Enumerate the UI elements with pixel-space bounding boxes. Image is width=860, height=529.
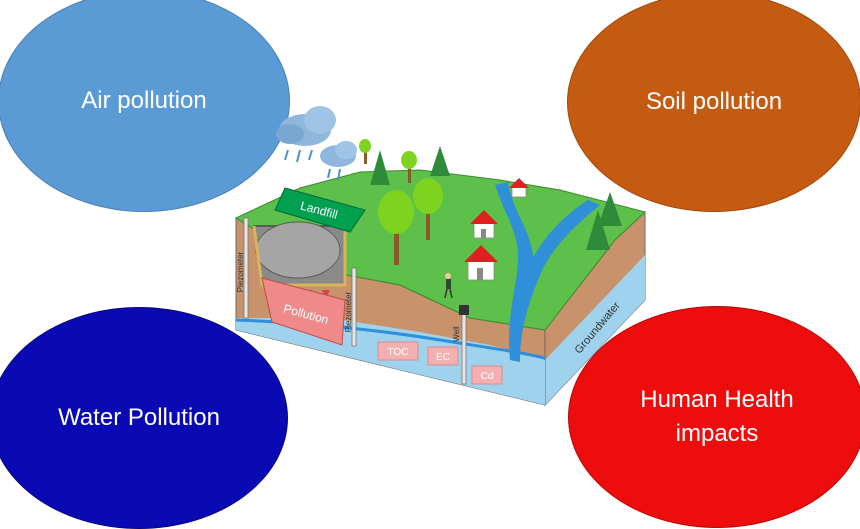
pollution-plume <box>261 277 346 346</box>
house-icon <box>509 178 529 198</box>
pine-tree-icon <box>586 210 610 250</box>
toc-box <box>377 341 419 361</box>
rain-cloud-icon <box>320 141 357 181</box>
house-icon <box>470 210 498 239</box>
tree-icon <box>413 178 443 240</box>
landfill-waste-mound <box>255 221 341 279</box>
river <box>495 182 600 362</box>
person-icon <box>444 273 453 299</box>
human-health-label: Human Health impacts <box>640 386 794 447</box>
pine-tree-icon <box>370 150 390 185</box>
landfill-liner <box>252 225 347 287</box>
pine-tree-icon <box>430 146 450 176</box>
well-pump-icon <box>459 305 469 315</box>
landfill-label-plate <box>274 187 366 233</box>
piezometer-left-label: Piezometer <box>236 251 245 292</box>
right-face-aquifer <box>545 255 645 405</box>
tree-icon <box>359 139 371 164</box>
tree-icon <box>401 151 417 183</box>
pine-tree-icon <box>598 192 622 226</box>
air-pollution-label: Air pollution <box>81 87 207 115</box>
air-pollution-bubble: Air pollution <box>0 0 290 212</box>
well-label: Well <box>452 326 461 342</box>
toc-label: TOC <box>388 347 409 358</box>
soil-pollution-bubble: Soil pollution <box>567 0 860 212</box>
human-health-bubble: Human Health impacts <box>568 306 860 528</box>
piezometer-left-pipe <box>243 217 249 319</box>
leachate-drop <box>322 290 330 298</box>
tree-icon <box>378 190 414 265</box>
ec-label: EC <box>436 352 450 363</box>
rain-cloud-icon <box>276 106 336 163</box>
water-pollution-label: Water Pollution <box>58 404 220 432</box>
cd-label: Cd <box>481 371 494 382</box>
piezometer-right-pipe <box>351 267 357 347</box>
cd-box <box>471 365 503 385</box>
front-face-aquifer <box>236 318 545 405</box>
water-pollution-bubble: Water Pollution <box>0 307 288 529</box>
piezometer-right-label: Piezometer <box>344 291 353 332</box>
house-icon <box>464 245 498 281</box>
soil-pollution-label: Soil pollution <box>645 88 783 116</box>
well-pipe <box>461 311 467 385</box>
ec-box <box>427 346 459 366</box>
